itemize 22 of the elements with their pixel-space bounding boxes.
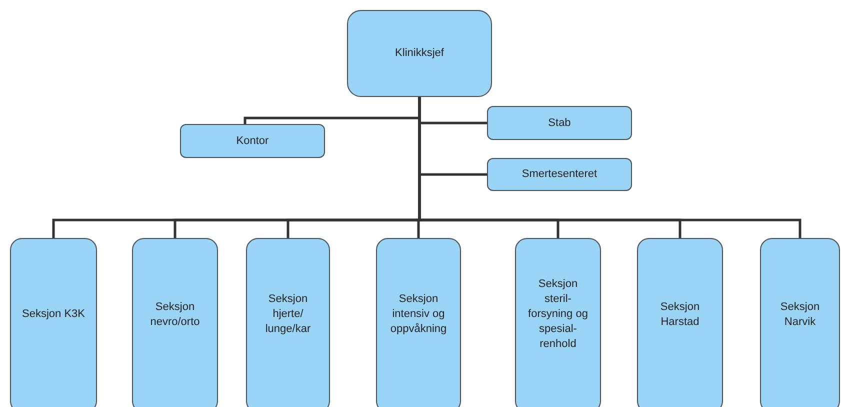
node-label: Kontor [236, 134, 269, 148]
section-box [132, 238, 218, 407]
section-box [246, 238, 330, 407]
node-label: Stab [548, 116, 571, 130]
section-box [515, 238, 601, 407]
head-box [347, 10, 492, 97]
node-label: Seksjon intensiv og oppvåkning [389, 292, 448, 337]
section-box [637, 238, 723, 407]
section-box [10, 238, 97, 407]
node-label: Smertesenteret [522, 167, 598, 182]
node-label: Klinikksjef [395, 46, 444, 61]
unit-box [487, 106, 632, 140]
unit-box [180, 124, 325, 158]
node-label: Seksjon steril- forsyning og spesial- renhold [527, 277, 589, 352]
node-label: Seksjon Narvik [779, 300, 821, 330]
unit-box [487, 158, 632, 191]
section-box [376, 238, 461, 407]
node-label: Seksjon hjerte/ lunge/kar [264, 292, 312, 337]
section-box [760, 238, 840, 407]
node-label: Seksjon Harstad [659, 300, 701, 330]
node-label: Seksjon nevro/orto [149, 300, 201, 330]
node-label: Seksjon K3K [22, 307, 85, 322]
